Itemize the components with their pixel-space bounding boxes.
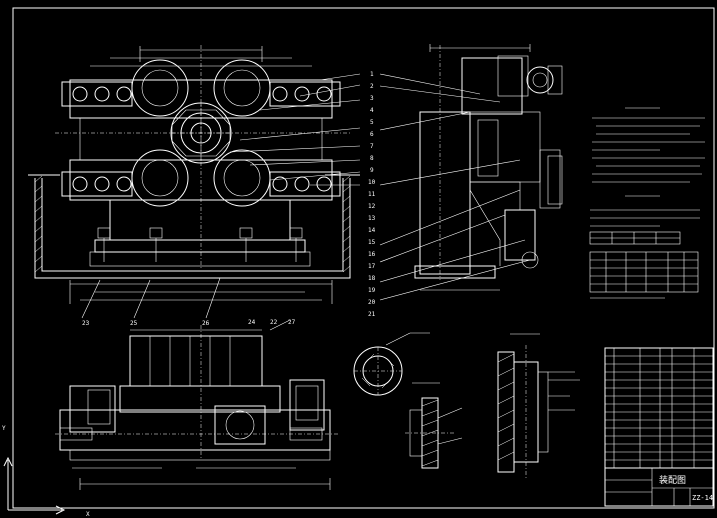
- axis-label-x: X: [86, 511, 90, 518]
- callout: 15: [368, 239, 376, 246]
- view-callouts: 23 22 25 24 26 27: [82, 319, 296, 327]
- callout: 25: [130, 320, 138, 327]
- callout: 26: [202, 320, 210, 327]
- callout: 24: [248, 319, 256, 326]
- callout: 5: [370, 119, 374, 126]
- callout: 21: [368, 311, 376, 318]
- title-block-name: 装配图: [659, 474, 686, 486]
- sheet-border: [12, 7, 715, 509]
- callout: 27: [288, 319, 296, 326]
- parts-list: [604, 347, 714, 469]
- callout: 14: [368, 227, 376, 234]
- callout: 10: [368, 179, 376, 186]
- top-view: [55, 319, 340, 490]
- callout: 4: [370, 107, 374, 114]
- callout: 7: [370, 143, 374, 150]
- callout: 8: [370, 155, 374, 162]
- title-block-code: ZZ-14: [692, 494, 713, 502]
- callout-column: 1 2 3 4 5 6 7 8 9 10 11 12 13 14 15 16 1…: [368, 71, 376, 318]
- leader-lines: [229, 73, 531, 301]
- axis-label-y: Y: [2, 425, 6, 432]
- detail-circle-section: [353, 332, 430, 396]
- callout: 9: [370, 167, 374, 174]
- callout: 11: [368, 191, 376, 198]
- callout: 2: [370, 83, 374, 90]
- title-block: 装配图 ZZ-14: [604, 467, 714, 507]
- callout: 22: [270, 319, 278, 326]
- callout: 18: [368, 275, 376, 282]
- front-view: [28, 45, 360, 304]
- callout: 23: [82, 320, 90, 327]
- callout: 1: [370, 71, 374, 78]
- callout: 16: [368, 251, 376, 258]
- callout: 19: [368, 287, 376, 294]
- callout: 17: [368, 263, 376, 270]
- callout: 13: [368, 215, 376, 222]
- callout: 3: [370, 95, 374, 102]
- side-view: [414, 44, 563, 291]
- detail-shaft-section: [497, 333, 580, 480]
- callout: 20: [368, 299, 376, 306]
- technical-notes: [589, 107, 705, 299]
- callout: 6: [370, 131, 374, 138]
- callout: 12: [368, 203, 376, 210]
- detail-flange-section: [405, 382, 463, 469]
- ucs-axis-icon: Y X: [2, 425, 90, 518]
